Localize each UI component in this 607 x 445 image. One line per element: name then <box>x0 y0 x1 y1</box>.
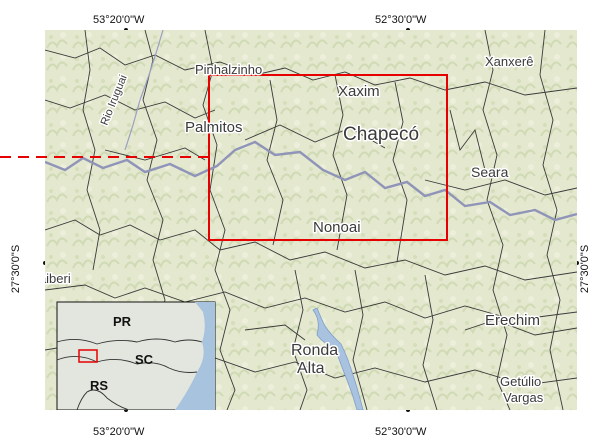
place-seara: Seara <box>471 164 509 180</box>
inset-map[interactable]: PR SC RS <box>56 301 216 410</box>
tick-right <box>575 261 579 265</box>
place-iraiberi: Iraiberi <box>45 271 71 286</box>
place-getulio-line2: Vargas <box>503 390 544 405</box>
river-north <box>124 30 164 151</box>
place-ronda-alta: Ronda Alta <box>291 342 343 377</box>
coord-top-right: 52°30'0"W <box>375 14 427 26</box>
inset-label-pr: PR <box>113 314 132 329</box>
place-xanxere: Xanxerê <box>485 54 533 69</box>
place-getulio-vargas: Getúlio Vargas <box>500 374 545 405</box>
inset-label-rs: RS <box>90 378 108 393</box>
reservoir <box>312 307 364 410</box>
place-palmitos: Palmitos <box>185 119 243 136</box>
uruguay-river <box>45 140 577 222</box>
map-frame[interactable]: Pinhalzinho Xanxerê Xaxim Palmitos Chape… <box>45 30 577 410</box>
map-canvas[interactable]: Pinhalzinho Xanxerê Xaxim Palmitos Chape… <box>45 30 577 410</box>
tick-bottom-right <box>406 408 410 412</box>
place-erechim: Erechim <box>485 312 540 329</box>
place-ronda-alta-line1: Ronda <box>291 342 338 359</box>
coord-bottom-right: 52°30'0"W <box>375 426 427 438</box>
place-ronda-alta-line2: Alta <box>297 360 325 377</box>
place-chapeco: Chapecó <box>343 124 419 145</box>
coord-bottom-left: 53°20'0"W <box>93 426 145 438</box>
place-xaxim: Xaxim <box>338 83 380 100</box>
place-pinhalzinho: Pinhalzinho <box>195 62 262 77</box>
inset-ocean <box>175 302 215 410</box>
inset-state-borders <box>56 338 203 410</box>
inset-label-sc: SC <box>135 352 154 367</box>
place-nonoai: Nonoai <box>313 219 361 236</box>
tick-bottom-left <box>124 408 128 412</box>
inset-study-area <box>78 349 98 363</box>
place-getulio-line1: Getúlio <box>500 374 541 389</box>
coord-top-left: 53°20'0"W <box>93 14 145 26</box>
